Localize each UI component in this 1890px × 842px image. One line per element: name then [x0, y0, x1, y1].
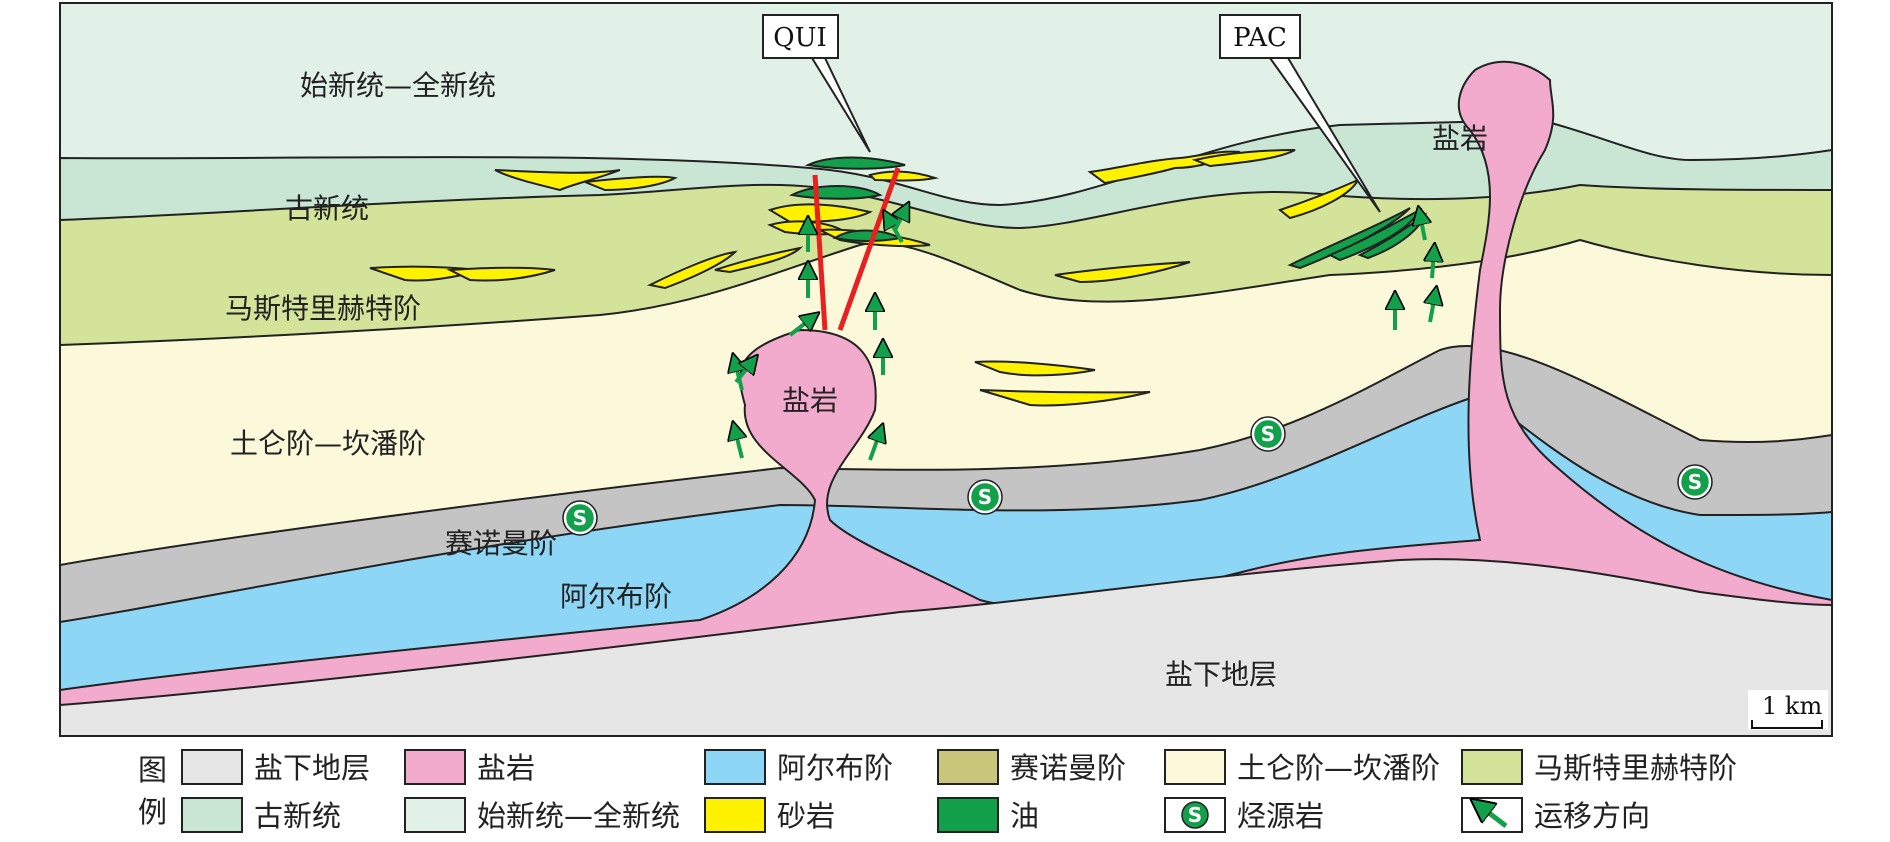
- legend-swatch-eocene-holocene: [404, 797, 466, 833]
- legend-label: 油: [1010, 799, 1039, 833]
- legend-item-migration-arrow: 运移方向: [1461, 797, 1650, 833]
- well-label-qui: QUI: [773, 23, 827, 53]
- legend-label: 始新统—全新统: [477, 799, 680, 833]
- legend-swatch-maastrichtian: [1461, 749, 1523, 785]
- legend-title-line1: 图: [138, 753, 167, 787]
- scale-bar: 1 km: [1748, 690, 1828, 730]
- migration-arrow: [788, 318, 812, 337]
- label-salt-right: 盐岩: [1432, 122, 1488, 155]
- migration-arrow: [1432, 252, 1434, 279]
- migration-arrow: [895, 210, 905, 231]
- legend-label: 土仑阶—坎潘阶: [1237, 751, 1440, 785]
- legend-item-maastrichtian: 马斯特里赫特阶: [1461, 749, 1737, 785]
- legend-item-salt: 盐岩: [404, 749, 535, 785]
- migration-arrow-icon: [1480, 806, 1508, 828]
- legend-swatch-salt: [404, 749, 466, 785]
- legend-item-albian: 阿尔布阶: [704, 749, 893, 785]
- legend-swatch-cenomanian: [937, 749, 999, 785]
- legend-label: 烃源岩: [1237, 799, 1324, 833]
- label-maastrichtian: 马斯特里赫特阶: [225, 292, 421, 325]
- migration-arrow: [735, 430, 742, 459]
- source-rock-icon: [1181, 801, 1209, 829]
- fault-line: [812, 174, 828, 331]
- source-rock-symbol: S: [562, 500, 598, 536]
- sandstone-lens: [1191, 149, 1296, 168]
- legend-label: 盐岩: [477, 751, 535, 785]
- label-salt-left: 盐岩: [782, 384, 838, 417]
- legend-item-oil: 油: [937, 797, 1039, 833]
- svg-text:1 km: 1 km: [1762, 692, 1822, 720]
- legend-label: 古新统: [254, 799, 341, 833]
- well-label-pac: PAC: [1233, 23, 1287, 53]
- sandstone-lens: [1054, 261, 1191, 284]
- label-paleocene: 古新统: [285, 192, 369, 225]
- label-turonian-campanian: 土仑阶—坎潘阶: [230, 427, 426, 460]
- source-rock-symbol: S: [1250, 416, 1286, 452]
- well-callout-qui: QUI: [762, 14, 871, 153]
- svg-text:S: S: [1261, 422, 1275, 446]
- svg-text:S: S: [978, 485, 992, 509]
- svg-text:S: S: [573, 506, 587, 530]
- legend-item-presalt: 盐下地层: [181, 749, 370, 785]
- sandstone-lens: [868, 170, 939, 182]
- legend-label: 阿尔布阶: [777, 751, 893, 785]
- legend-item-sandstone: 砂岩: [704, 797, 835, 833]
- legend-label: 运移方向: [1534, 799, 1650, 833]
- source-rock-symbol: S: [1677, 464, 1713, 500]
- sandstone-lens: [446, 266, 556, 282]
- oil-cap-qui-top: [804, 156, 906, 170]
- migration-arrow: [870, 432, 880, 461]
- layer-presalt: [60, 558, 1832, 736]
- sandstone-lens: [974, 360, 1096, 377]
- source-rock-symbol: S: [967, 479, 1003, 515]
- legend-swatch-presalt: [181, 749, 243, 785]
- legend-label: 马斯特里赫特阶: [1534, 751, 1737, 785]
- migration-arrows: [734, 210, 1435, 461]
- fault-line: [837, 167, 901, 331]
- legend-label: 盐下地层: [254, 751, 370, 785]
- section-frame: [59, 2, 1833, 737]
- legend-item-cenomanian: 赛诺曼阶: [937, 749, 1126, 785]
- legend-item-source-rock-symbol: S 烃源岩: [1164, 797, 1324, 833]
- label-eocene-holocene: 始新统—全新统: [300, 69, 496, 102]
- sandstone-lens: [979, 389, 1151, 407]
- migration-arrow: [734, 362, 752, 384]
- legend-swatch-albian: [704, 749, 766, 785]
- sandstone-lens: [646, 250, 738, 290]
- label-presalt: 盐下地层: [1165, 658, 1277, 691]
- legend-swatch-turonian-campanian: [1164, 749, 1226, 785]
- sandstone-lens: [494, 169, 621, 192]
- section-body: S S S S 始新统—全新统 古新统 马斯特里赫特阶 土仑阶—坎潘阶 赛诺曼阶: [60, 3, 1832, 736]
- migration-arrow: [1430, 295, 1435, 323]
- faults: [812, 167, 901, 331]
- legend-label: 赛诺曼阶: [1010, 751, 1126, 785]
- label-cenomanian: 赛诺曼阶: [445, 527, 557, 560]
- legend-item-eocene-holocene: 始新统—全新统: [404, 797, 680, 833]
- legend-swatch-oil: [937, 797, 999, 833]
- migration-arrow: [1420, 215, 1425, 241]
- sandstone-lens: [714, 246, 804, 274]
- legend-swatch-paleocene: [181, 797, 243, 833]
- source-rock-icon-letter: S: [1188, 803, 1202, 827]
- source-rock-symbols: S S S S: [562, 416, 1713, 536]
- legend-label: 砂岩: [777, 799, 835, 833]
- svg-text:S: S: [1688, 470, 1702, 494]
- legend-item-turonian-campanian: 土仑阶—坎潘阶: [1164, 749, 1440, 785]
- legend-title-line2: 例: [138, 795, 167, 829]
- well-callout-pac: PAC: [1219, 14, 1381, 213]
- oil-accumulations: [788, 156, 1428, 270]
- label-albian: 阿尔布阶: [560, 580, 672, 613]
- sandstone-lens: [584, 175, 678, 192]
- legend-swatch-sandstone: [704, 797, 766, 833]
- legend-item-paleocene: 古新统: [181, 797, 341, 833]
